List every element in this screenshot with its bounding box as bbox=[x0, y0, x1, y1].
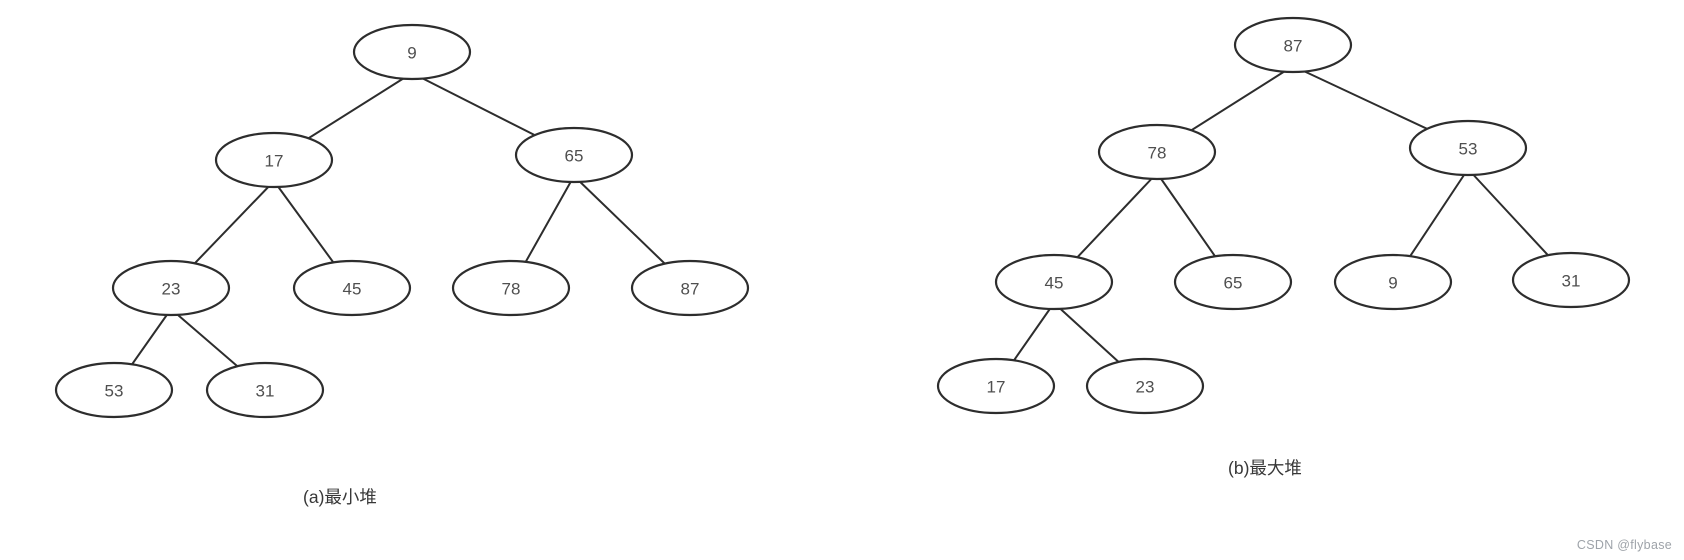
node-ellipse bbox=[936, 357, 1056, 415]
max-heap-caption: (b)最大堆 bbox=[1228, 458, 1302, 478]
tree-node-b65: 65 bbox=[1173, 253, 1293, 311]
node-value: 65 bbox=[565, 147, 584, 166]
node-ellipse bbox=[292, 259, 412, 317]
node-ellipse bbox=[451, 259, 571, 317]
tree-node-a23: 23 bbox=[111, 259, 231, 317]
max-heap-tree: 87 78 53 45 65 9 31 17 23 (b)最大堆 bbox=[936, 16, 1631, 478]
node-value: 53 bbox=[105, 382, 124, 401]
tree-node-b45: 45 bbox=[994, 253, 1114, 311]
min-heap-tree: 9 17 65 23 45 78 87 53 31 (a)最小堆 bbox=[54, 23, 750, 507]
node-ellipse bbox=[1333, 253, 1453, 311]
node-ellipse bbox=[1173, 253, 1293, 311]
node-value: 78 bbox=[1148, 144, 1167, 163]
tree-node-b87: 87 bbox=[1233, 16, 1353, 74]
tree-node-a17: 17 bbox=[214, 131, 334, 189]
node-value: 53 bbox=[1459, 140, 1478, 159]
node-value: 23 bbox=[1136, 378, 1155, 397]
tree-node-a45: 45 bbox=[292, 259, 412, 317]
tree-node-a53: 53 bbox=[54, 361, 174, 419]
node-ellipse bbox=[1511, 251, 1631, 309]
node-value: 65 bbox=[1224, 274, 1243, 293]
csdn-watermark: CSDN @flybase bbox=[1576, 538, 1672, 552]
node-value: 45 bbox=[343, 280, 362, 299]
node-value: 17 bbox=[265, 152, 284, 171]
min-heap-caption: (a)最小堆 bbox=[303, 487, 377, 507]
node-ellipse bbox=[1408, 119, 1528, 177]
tree-node-a78: 78 bbox=[451, 259, 571, 317]
tree-node-b53: 53 bbox=[1408, 119, 1528, 177]
node-value: 45 bbox=[1045, 274, 1064, 293]
node-ellipse bbox=[111, 259, 231, 317]
node-ellipse bbox=[1097, 123, 1217, 181]
node-value: 9 bbox=[1388, 274, 1397, 293]
node-value: 9 bbox=[407, 44, 416, 63]
node-ellipse bbox=[514, 126, 634, 184]
tree-node-a87: 87 bbox=[630, 259, 750, 317]
node-value: 17 bbox=[987, 378, 1006, 397]
node-value: 31 bbox=[1562, 272, 1581, 291]
node-ellipse bbox=[54, 361, 174, 419]
tree-node-b23: 23 bbox=[1085, 357, 1205, 415]
tree-node-b17: 17 bbox=[936, 357, 1056, 415]
node-value: 78 bbox=[502, 280, 521, 299]
node-ellipse bbox=[1085, 357, 1205, 415]
node-ellipse bbox=[630, 259, 750, 317]
node-value: 23 bbox=[162, 280, 181, 299]
tree-node-b78: 78 bbox=[1097, 123, 1217, 181]
tree-node-a9: 9 bbox=[352, 23, 472, 81]
node-value: 87 bbox=[1284, 37, 1303, 56]
node-ellipse bbox=[214, 131, 334, 189]
tree-node-a31: 31 bbox=[205, 361, 325, 419]
node-ellipse bbox=[205, 361, 325, 419]
node-value: 87 bbox=[681, 280, 700, 299]
tree-node-b31: 31 bbox=[1511, 251, 1631, 309]
tree-node-a65: 65 bbox=[514, 126, 634, 184]
node-value: 31 bbox=[256, 382, 275, 401]
node-ellipse bbox=[352, 23, 472, 81]
node-ellipse bbox=[994, 253, 1114, 311]
node-ellipse bbox=[1233, 16, 1353, 74]
tree-node-b9: 9 bbox=[1333, 253, 1453, 311]
